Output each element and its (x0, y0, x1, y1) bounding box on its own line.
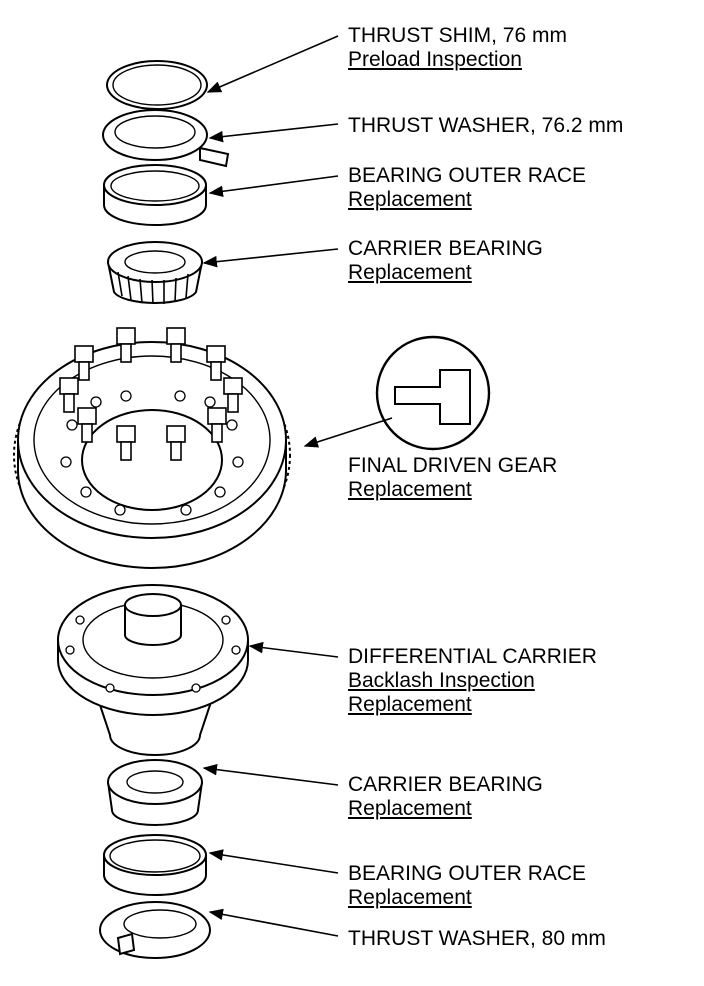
carrier-bearing-bottom-part (107, 759, 203, 826)
callout-title: BEARING OUTER RACE (348, 862, 587, 885)
backlash-inspection-link[interactable]: Backlash Inspection (348, 669, 535, 692)
leader-thrust-washer-bottom (208, 908, 339, 937)
replacement-link[interactable]: Replacement (348, 693, 472, 716)
callout-title: FINAL DRIVEN GEAR (348, 454, 558, 477)
callout-bearing-outer-race-bottom: BEARING OUTER RACE Replacement (348, 862, 586, 910)
callout-title: CARRIER BEARING (348, 237, 543, 260)
callout-thrust-shim: THRUST SHIM, 76 mm Preload Inspection (348, 24, 567, 72)
leader-carrier-bearing-top (202, 248, 339, 268)
callout-title: THRUST SHIM, 76 mm (348, 24, 567, 47)
callout-bearing-outer-race-top: BEARING OUTER RACE Replacement (348, 164, 586, 212)
gear-tooth-detail-inset (375, 335, 491, 451)
leader-final-driven-gear (303, 417, 393, 448)
thrust-shim-part (106, 60, 208, 110)
callout-differential-carrier: DIFFERENTIAL CARRIER Backlash Inspection… (348, 645, 597, 717)
callout-title: BEARING OUTER RACE (348, 164, 587, 187)
leader-bearing-outer-race-top (208, 175, 339, 198)
callout-title: THRUST WASHER, 76.2 mm (348, 114, 624, 137)
replacement-link[interactable]: Replacement (348, 478, 472, 501)
callout-carrier-bearing-top: CARRIER BEARING Replacement (348, 237, 543, 285)
replacement-link[interactable]: Replacement (348, 886, 472, 909)
callout-thrust-washer-top: THRUST WASHER, 76.2 mm (348, 114, 623, 138)
callout-carrier-bearing-bottom: CARRIER BEARING Replacement (348, 773, 543, 821)
replacement-link[interactable]: Replacement (348, 261, 472, 284)
leader-lines (202, 35, 393, 937)
callout-title: THRUST WASHER, 80 mm (348, 927, 606, 950)
replacement-link[interactable]: Replacement (348, 797, 472, 820)
callout-final-driven-gear: FINAL DRIVEN GEAR Replacement (348, 454, 557, 502)
callout-title: CARRIER BEARING (348, 773, 543, 796)
leader-thrust-shim (206, 35, 339, 93)
thrust-washer-bottom-part (99, 901, 211, 959)
leader-differential-carrier (248, 641, 339, 658)
differential-carrier-part (57, 584, 249, 756)
callout-title: DIFFERENTIAL CARRIER (348, 645, 597, 668)
callout-thrust-washer-bottom: THRUST WASHER, 80 mm (348, 927, 606, 951)
leader-bearing-outer-race-bottom (208, 849, 339, 874)
preload-inspection-link[interactable]: Preload Inspection (348, 48, 522, 71)
bearing-outer-race-bottom-part (103, 834, 207, 896)
bearing-outer-race-top-part (103, 164, 207, 226)
carrier-bearing-top-part (107, 241, 203, 305)
final-driven-gear-part (13, 327, 291, 569)
thrust-washer-top-part (102, 109, 230, 168)
leader-thrust-washer-top (208, 123, 339, 143)
replacement-link[interactable]: Replacement (348, 188, 472, 211)
leader-carrier-bearing-bottom (202, 763, 339, 786)
